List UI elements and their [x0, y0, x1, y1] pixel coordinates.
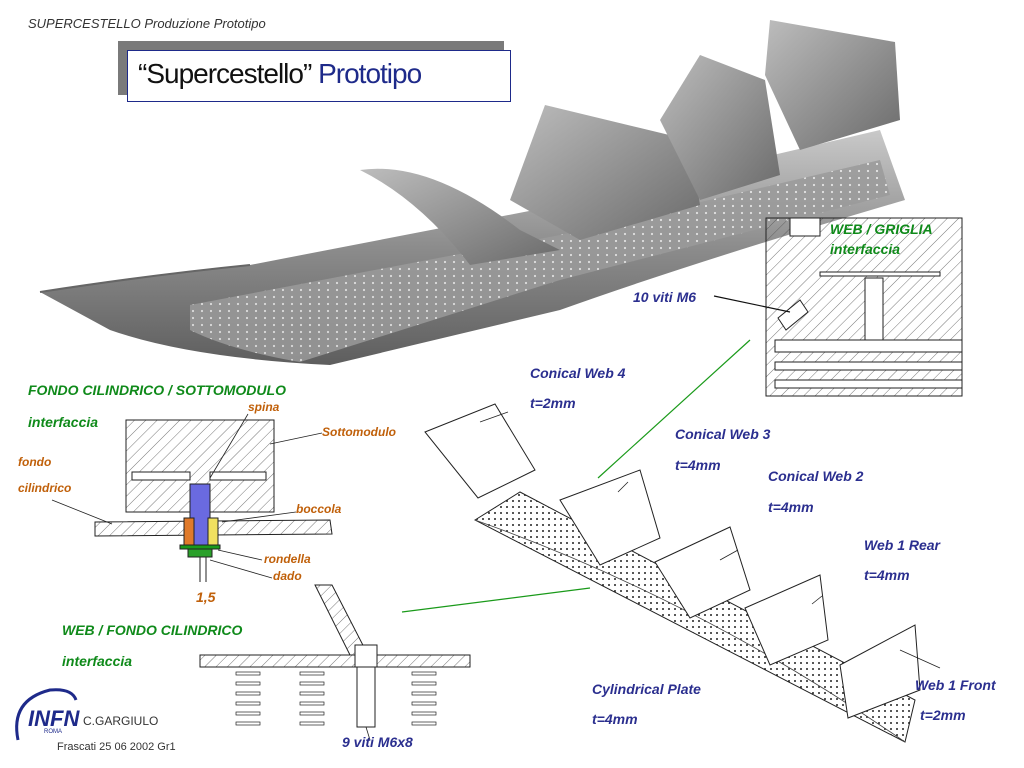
- title-quoted: “Supercestello”: [138, 58, 312, 89]
- label-sottomodulo: Sottomodulo: [322, 425, 396, 439]
- web-fondo-section: [199, 584, 471, 741]
- label-conical-web-3: Conical Web 3: [675, 426, 771, 442]
- label-conical-web-4: Conical Web 4: [530, 365, 626, 381]
- footer-place-date: Frascati 25 06 2002 Gr1: [57, 741, 176, 753]
- label-cylindrical-plate-t: t=4mm: [592, 711, 638, 727]
- label-spina: spina: [248, 400, 280, 414]
- label-conical-web-3-t: t=4mm: [675, 457, 721, 473]
- label-rondella: rondella: [264, 552, 311, 566]
- label-conical-web-2-t: t=4mm: [768, 499, 814, 515]
- header-text: SUPERCESTELLO Produzione Prototipo: [28, 16, 266, 31]
- author-name: C.GARGIULO: [83, 714, 159, 728]
- exploded-view: [401, 403, 941, 743]
- page-title: “Supercestello” Prototipo: [138, 58, 422, 90]
- title-box: [127, 50, 511, 102]
- label-fondo-sottomodulo: FONDO CILINDRICO / SOTTOMODULO: [28, 382, 286, 398]
- infn-logo-sub: ROMA: [44, 729, 62, 735]
- label-dimension-1-5: 1,5: [196, 589, 216, 605]
- label-web-1-front-t: t=2mm: [920, 707, 966, 723]
- label-web-griglia-sub: interfaccia: [830, 241, 901, 257]
- infn-logo-swoosh: [15, 688, 78, 741]
- label-fondo: fondo: [18, 455, 52, 469]
- fondo-sottomodulo-section: [51, 413, 333, 582]
- label-viti-m6x8: 9 viti M6x8: [342, 734, 413, 750]
- label-cylindrical-plate: Cylindrical Plate: [592, 681, 701, 697]
- label-cilindrico: cilindrico: [18, 481, 72, 495]
- label-web-1-front: Web 1 Front: [915, 677, 996, 693]
- label-boccola: boccola: [296, 502, 342, 516]
- title-plain: Prototipo: [318, 58, 422, 89]
- label-viti-m6: 10 viti M6: [633, 289, 697, 305]
- label-web-1-rear-t: t=4mm: [864, 567, 910, 583]
- infn-logo-text: INFN: [28, 706, 80, 731]
- label-web-griglia: WEB / GRIGLIA: [830, 221, 933, 237]
- label-fondo-sottomodulo-sub: interfaccia: [28, 414, 99, 430]
- label-web-fondo-sub: interfaccia: [62, 653, 133, 669]
- label-conical-web-4-t: t=2mm: [530, 395, 576, 411]
- label-web-1-rear: Web 1 Rear: [864, 537, 940, 553]
- label-web-fondo: WEB / FONDO CILINDRICO: [62, 622, 243, 638]
- web-griglia-section: [597, 217, 963, 479]
- label-dado: dado: [273, 569, 302, 583]
- prototype-photo: [39, 20, 905, 365]
- label-conical-web-2: Conical Web 2: [768, 468, 864, 484]
